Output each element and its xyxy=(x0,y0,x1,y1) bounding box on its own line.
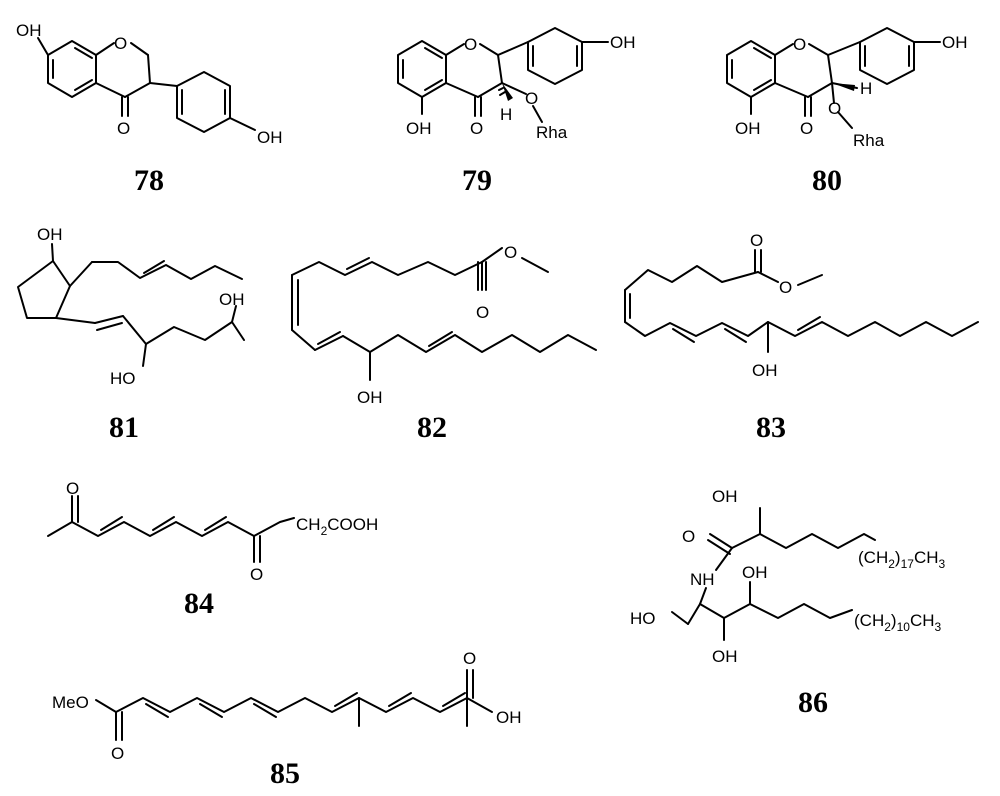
label-86-nh: NH xyxy=(690,570,715,589)
label-80-oh-left: OH xyxy=(735,119,761,138)
label-85-oh: OH xyxy=(496,708,522,727)
compound-81: OH OH HO 81 xyxy=(17,225,245,444)
label-82-oh: OH xyxy=(357,388,383,407)
label-86-o-amide: O xyxy=(682,527,695,546)
compound-86: OH O NH (CH2)17CH3 OH HO OH (CH2)10CH3 8… xyxy=(630,487,946,719)
compound-84: O CH2COOH O 84 xyxy=(47,479,378,620)
structure-80-bonds xyxy=(726,27,941,129)
compound-number-79: 79 xyxy=(462,164,492,197)
label-81-oh-right: OH xyxy=(219,290,245,309)
compound-number-81: 81 xyxy=(109,411,139,444)
compound-number-85: 85 xyxy=(270,757,300,790)
label-80-rha: Rha xyxy=(853,131,885,150)
label-79-o-ketone: O xyxy=(470,119,483,138)
compound-82: O O OH 82 xyxy=(291,243,597,444)
label-86-oh-top: OH xyxy=(712,487,738,506)
compound-number-84: 84 xyxy=(184,587,214,620)
compound-number-83: 83 xyxy=(756,411,786,444)
label-78-o-ketone: O xyxy=(117,119,130,138)
label-85-o-top: O xyxy=(463,649,476,668)
structure-79-bonds xyxy=(397,27,609,123)
compound-83: O O OH 83 xyxy=(624,231,979,444)
label-79-o-ring: O xyxy=(464,35,477,54)
structure-81-bonds xyxy=(17,243,245,367)
label-78-oh1: OH xyxy=(16,21,42,40)
label-78-o-ring: O xyxy=(114,34,127,53)
label-82-o-carbonyl: O xyxy=(476,303,489,322)
label-79-o-sub: O xyxy=(525,89,538,108)
compound-number-78: 78 xyxy=(134,164,164,197)
label-80-h: H xyxy=(860,79,872,98)
label-80-oh-top: OH xyxy=(942,33,968,52)
structure-78-bonds xyxy=(37,37,256,133)
label-80-o-ketone: O xyxy=(800,119,813,138)
structure-84-bonds xyxy=(47,495,295,563)
label-86-ho: HO xyxy=(630,609,656,628)
label-85-o-left: O xyxy=(111,744,124,763)
label-79-rha: Rha xyxy=(536,123,568,142)
label-83-o-carbonyl: O xyxy=(750,231,763,250)
label-86-chain-17: (CH2)17CH3 xyxy=(858,548,946,571)
compound-78: OH O O OH 78 xyxy=(16,21,283,197)
label-83-oh: OH xyxy=(752,361,778,380)
compound-85: MeO O O OH 85 xyxy=(52,649,522,790)
label-86-oh-mid: OH xyxy=(742,563,768,582)
label-83-o-ester: O xyxy=(779,278,792,297)
label-84-ch2: CH2COOH xyxy=(296,515,378,538)
structure-86-bonds xyxy=(671,507,876,641)
structure-82-bonds xyxy=(291,247,597,381)
label-80-o-sub: O xyxy=(828,99,841,118)
label-79-oh-left: OH xyxy=(406,119,432,138)
label-79-h: H xyxy=(500,105,512,124)
label-85-meo: MeO xyxy=(52,693,89,712)
label-86-oh-bottom: OH xyxy=(712,647,738,666)
compound-80: O OH OH O H O Rha 80 xyxy=(726,27,968,197)
compound-number-82: 82 xyxy=(417,411,447,444)
structure-83-bonds xyxy=(624,249,979,353)
label-80-o-ring: O xyxy=(793,35,806,54)
compound-number-80: 80 xyxy=(812,164,842,197)
label-82-o-ester: O xyxy=(504,243,517,262)
label-81-oh-top: OH xyxy=(37,225,63,244)
label-84-o-left: O xyxy=(66,479,79,498)
label-84-o-bottom: O xyxy=(250,565,263,584)
label-78-oh2: OH xyxy=(257,128,283,147)
label-79-oh-top: OH xyxy=(610,33,636,52)
structure-85-bonds xyxy=(95,669,493,741)
label-81-ho-bottom: HO xyxy=(110,369,136,388)
compound-79: O OH OH O H O Rha 79 xyxy=(397,27,636,197)
compound-number-86: 86 xyxy=(798,686,828,719)
label-86-chain-10: (CH2)10CH3 xyxy=(854,611,942,634)
